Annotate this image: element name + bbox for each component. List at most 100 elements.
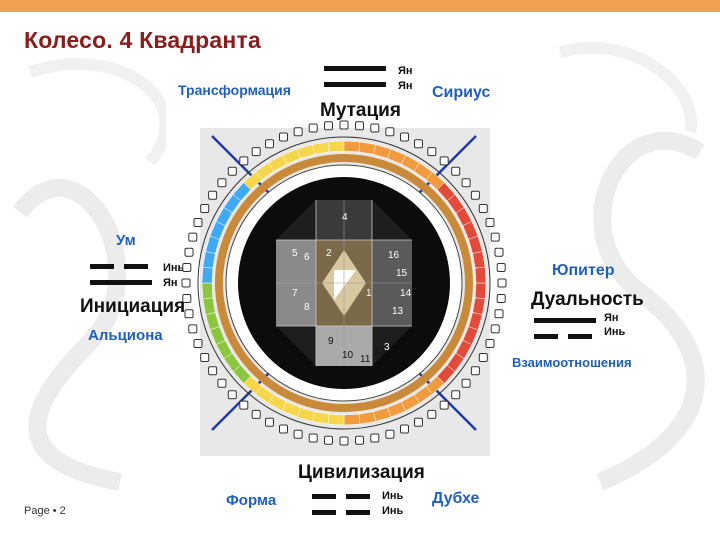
glyph-tile — [400, 132, 409, 142]
glyph-tile — [497, 278, 507, 288]
right-line2-label: Инь — [604, 326, 626, 338]
glyph-tile — [200, 204, 210, 213]
glyph-tile — [184, 247, 194, 257]
quadrant-initiation-label: Инициация — [80, 296, 186, 317]
glyph-tile — [496, 294, 506, 303]
glyph-tile — [355, 121, 364, 131]
mind-label: Ум — [116, 232, 136, 249]
glyph-tile — [227, 166, 237, 176]
glyph-tile — [494, 309, 504, 319]
glyph-tile — [208, 366, 218, 376]
glyph-tile — [181, 278, 191, 288]
glyph-tile — [324, 435, 333, 445]
center-number-7: 7 — [292, 288, 298, 299]
glyph-tile — [324, 121, 333, 131]
glyph-tile — [208, 190, 218, 200]
left-line2-label: Ян — [163, 277, 178, 289]
color-segment — [327, 140, 345, 153]
glyph-tile — [227, 390, 237, 400]
glyph-tile — [193, 339, 203, 348]
glyph-tile — [385, 127, 395, 137]
center-numbers: 1 2 3 4 5 6 7 8 9 10 11 12 13 14 15 16 — [292, 212, 412, 365]
center-number-8: 8 — [304, 302, 310, 313]
ring-border-outer — [197, 136, 491, 430]
glyph-tile — [451, 390, 461, 400]
glyph-tile — [400, 424, 409, 434]
slide-title: Колесо. 4 Квадранта — [24, 27, 261, 53]
glyph-tile — [496, 263, 506, 272]
glyph-tile — [279, 132, 288, 142]
glyph-tile — [182, 294, 192, 303]
glyph-tile — [239, 400, 249, 410]
glyph-tile — [427, 147, 437, 157]
glyph-tile — [251, 147, 261, 157]
glyph-tile — [308, 433, 318, 443]
glyph-tile — [370, 433, 380, 443]
glyph-tile — [239, 156, 249, 166]
center-number-2: 2 — [326, 248, 332, 259]
glyph-tile — [494, 247, 504, 257]
glyph-tile — [188, 232, 198, 242]
glyph-tile — [339, 436, 349, 446]
glyph-tile — [490, 324, 500, 334]
center-number-11: 11 — [360, 354, 371, 365]
glyph-tile — [478, 204, 488, 213]
bottom-line2-label: Инь — [382, 505, 404, 517]
glyph-tile — [265, 417, 274, 427]
glyph-tile — [461, 378, 471, 388]
center-number-1: 1 — [366, 288, 372, 299]
color-segment — [201, 282, 214, 300]
glyph-tile — [217, 378, 227, 388]
wheel-diagram: 1 2 3 4 5 6 7 8 9 10 11 12 13 14 15 16 — [181, 120, 507, 456]
quadrant-duality-label: Дуальность — [531, 289, 644, 310]
center-number-15: 15 — [396, 268, 408, 279]
center-number-14: 14 — [400, 288, 412, 299]
color-segment — [343, 140, 361, 153]
glyph-tile — [188, 324, 198, 334]
left-line1-label: Инь — [163, 262, 185, 274]
center-number-12: 12 — [374, 346, 386, 357]
jupiter-label: Юпитер — [552, 262, 615, 279]
center-number-4: 4 — [342, 212, 348, 223]
center-number-3: 3 — [384, 342, 390, 353]
glyph-tile — [265, 139, 274, 149]
center-number-10: 10 — [342, 350, 354, 361]
glyph-tile — [490, 232, 500, 242]
glyph-tile — [485, 218, 495, 227]
top-accent-bar — [0, 0, 720, 12]
ochre-band — [215, 154, 473, 412]
glyph-tile — [251, 409, 261, 419]
glyph-tile — [355, 435, 364, 445]
transformation-label: Трансформация — [178, 82, 291, 98]
center-number-6: 6 — [304, 252, 310, 263]
glyph-tile — [217, 178, 227, 188]
glyph-tile — [485, 339, 495, 348]
alcyone-label: Альциона — [88, 327, 163, 344]
glyph-tile — [279, 424, 288, 434]
quadrant-civilization-label: Цивилизация — [298, 462, 425, 483]
glyph-tile — [308, 123, 318, 133]
glyph-tile — [193, 218, 203, 227]
sirius-label: Сириус — [432, 84, 491, 101]
center-number-16: 16 — [388, 250, 400, 261]
center-number-9: 9 — [328, 336, 334, 347]
color-segment — [474, 282, 487, 300]
glyph-tile — [184, 309, 194, 319]
glyph-tile — [478, 353, 488, 362]
color-segment — [474, 266, 487, 284]
glyph-tile — [439, 400, 449, 410]
page-footer: Page • 2 — [24, 505, 66, 517]
color-segment — [327, 413, 345, 426]
glyph-tile — [461, 178, 471, 188]
color-ring — [201, 140, 487, 426]
glyph-tile — [385, 429, 395, 439]
glyph-tile — [293, 127, 303, 137]
quadrant-mutation-label: Мутация — [320, 100, 401, 121]
outer-ring — [181, 120, 507, 446]
center-number-5: 5 — [292, 248, 298, 259]
glyph-tile — [451, 166, 461, 176]
bottom-line1-label: Инь — [382, 490, 404, 502]
glyph-tile — [339, 120, 349, 130]
glyph-tile — [427, 409, 437, 419]
relationships-label: Взаимоотношения — [512, 355, 632, 370]
